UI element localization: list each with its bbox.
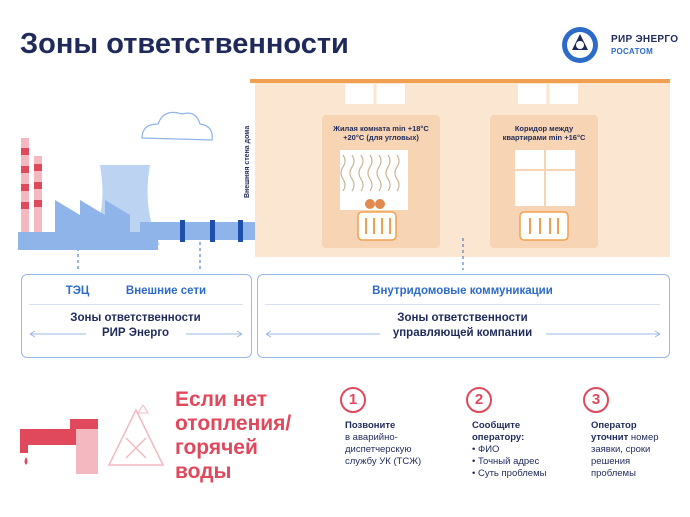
- label-external-networks: Внешние сети: [125, 285, 207, 297]
- label-internal-communications: Внутридомовые коммуникации: [372, 285, 553, 297]
- wall-label: Внешняя стена дома: [244, 125, 251, 198]
- step-3-number: 3: [583, 387, 609, 413]
- zone-uk-arrow: [265, 330, 661, 338]
- step-2-text: Сообщите оператору: • ФИО • Точный адрес…: [472, 420, 547, 479]
- step-3-text: Оператор уточнит номер заявки, сроки реш…: [591, 420, 659, 479]
- zone-rir-line2: РИР Энерго: [101, 327, 169, 339]
- label-tec: ТЭЦ: [65, 285, 90, 297]
- zone-uk-line2: управляющей компании: [392, 327, 533, 339]
- radiator-corridor: [519, 211, 569, 241]
- zone-box-uk: [257, 274, 670, 358]
- zone-rir-arrow: [29, 330, 243, 338]
- step-1-text: Позвоните в аварийно- диспетчерскую служ…: [345, 420, 422, 467]
- room-living-label: Жилая комната min +18°C +20°C (для углов…: [333, 124, 429, 142]
- faucet-icon: [20, 405, 165, 474]
- zone-box-rir: [21, 274, 252, 358]
- page-title: Зоны ответственности: [20, 28, 349, 60]
- rosatom-logo: [558, 25, 602, 65]
- zone-uk-line1: Зоны ответственности: [397, 312, 528, 324]
- logo-text-sub: РОСАТОМ: [611, 47, 654, 56]
- step-1-number: 1: [340, 387, 366, 413]
- house-wall: [255, 82, 670, 257]
- logo-text-main: РИР ЭНЕРГО: [611, 34, 679, 45]
- logo-icon: [562, 27, 598, 63]
- room-corridor-label: Коридор между квартирами min +16°C: [502, 124, 586, 142]
- radiator-living: [357, 211, 397, 241]
- step-2-number: 2: [466, 387, 492, 413]
- alert-heading: Если нет отопления/ горячей воды: [175, 388, 292, 483]
- zone-rir-line1: Зоны ответственности: [70, 312, 201, 324]
- house-roof-edge: [250, 79, 670, 83]
- heating-illustration: [18, 79, 670, 270]
